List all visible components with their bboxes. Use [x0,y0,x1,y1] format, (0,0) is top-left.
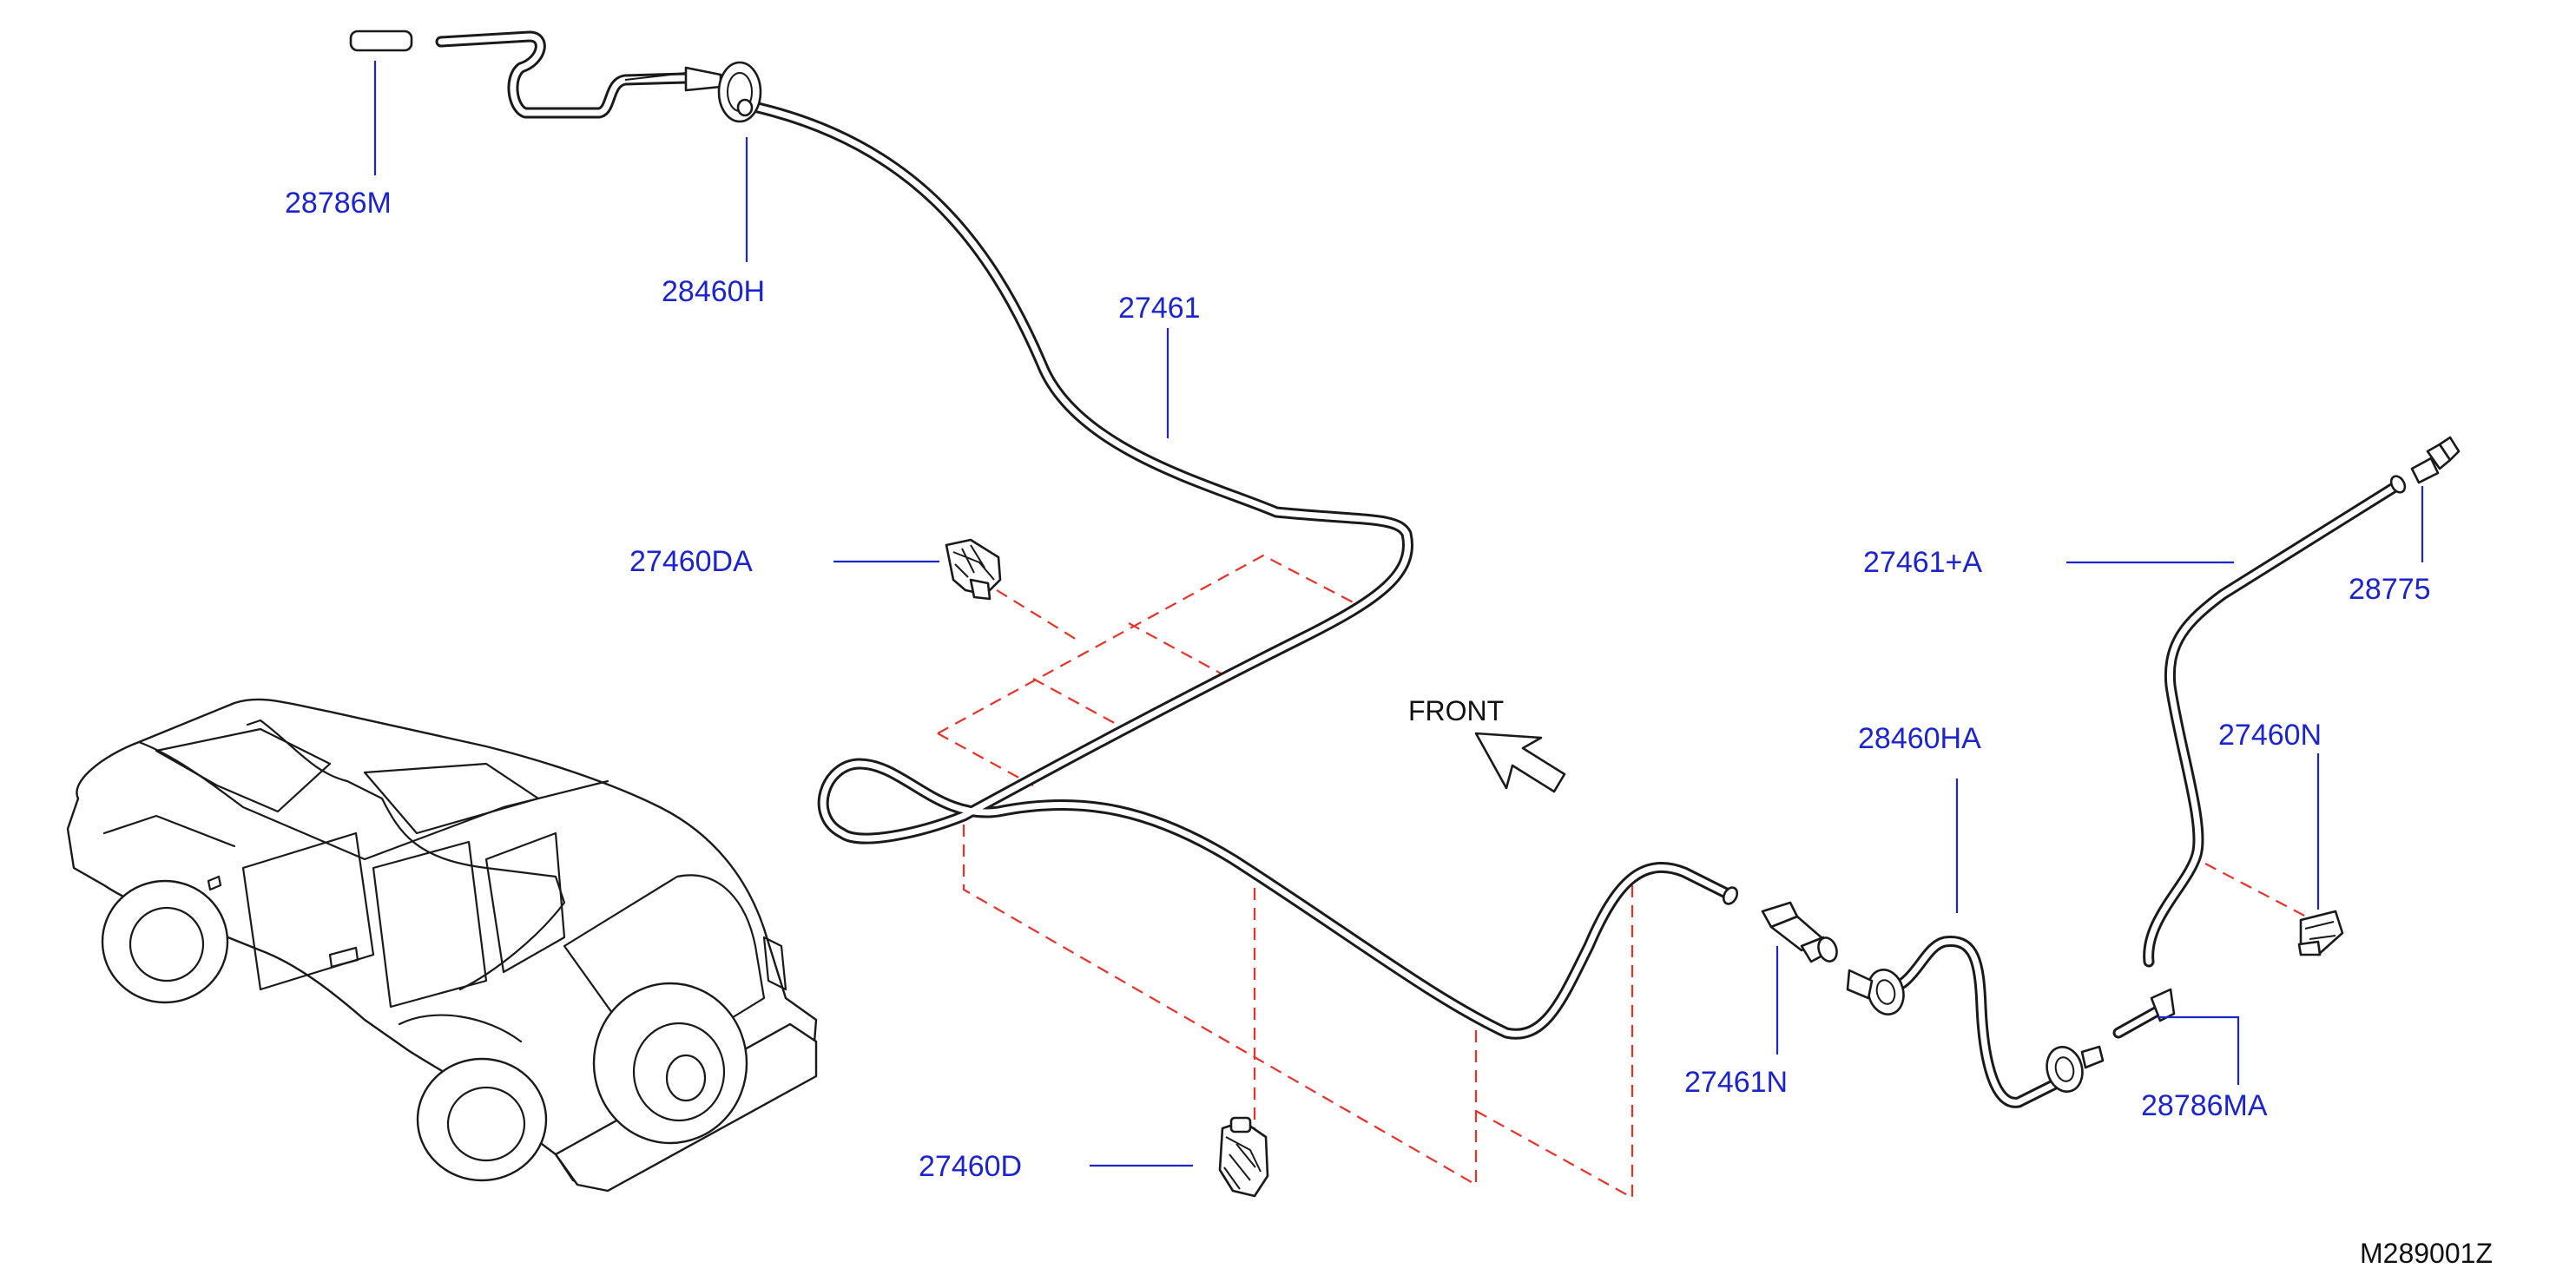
callout-28460h: 28460H [662,275,765,308]
callout-28775: 28775 [2349,573,2431,606]
part-27460n [2297,910,2344,956]
part-27460da [945,538,1002,601]
front-label: FRONT [1408,695,1504,726]
part-28786ma [2112,988,2176,1039]
callout-28786m: 28786M [285,187,392,220]
front-arrow: FRONT [1408,695,1566,793]
part-28460h [684,61,762,123]
part-27460d [1218,1116,1269,1198]
clip-guide-lines [937,554,2310,1199]
callout-27461-a: 27461+A [1863,546,1982,579]
callout-28460ha: 28460HA [1858,722,1981,755]
callout-labels: 28786M 28460H 27461 27460DA 27461+A 2877… [285,187,2431,1183]
callout-27460da: 27460DA [629,545,753,578]
hose-27461 [736,98,1739,1040]
hose-upper-left [435,30,721,119]
part-28786m [349,30,413,52]
hose-27461-a [2143,475,2407,968]
leader-lines [373,61,2424,1167]
callout-27460n: 27460N [2218,719,2322,752]
callout-27460d: 27460D [919,1150,1022,1183]
vehicle-illustration [66,698,818,1193]
callout-28786ma: 28786MA [2141,1089,2268,1122]
part-28775 [2410,436,2461,484]
callout-27461n: 27461N [1684,1066,1788,1099]
drawing-number: M289001Z [2360,1238,2493,1269]
part-27461n [1761,901,1838,963]
callout-27461: 27461 [1118,292,1201,325]
part-28460ha [1846,936,2105,1108]
